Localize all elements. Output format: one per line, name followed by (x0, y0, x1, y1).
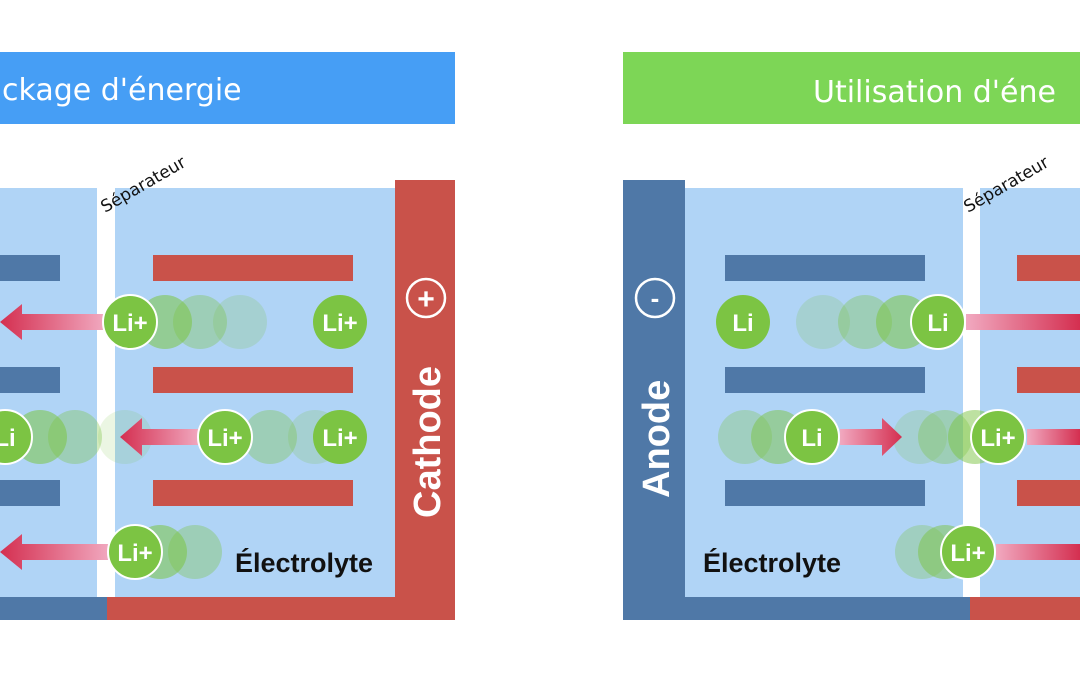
ghost-ions (13, 295, 342, 579)
lithium-atom: Li (784, 409, 840, 465)
ion-arrows (840, 314, 1080, 560)
svg-text:Li+: Li+ (980, 425, 1015, 452)
svg-text:Li: Li (0, 425, 16, 452)
cathode-label: Cathode (407, 366, 449, 518)
cathode-base (107, 597, 455, 620)
electrolyte-label: Électrolyte (703, 547, 841, 578)
ion-arrows (0, 304, 200, 570)
lithium-ion: Li+ (940, 524, 996, 580)
lithium-ion: Li+ (970, 409, 1026, 465)
svg-text:-: - (651, 283, 660, 313)
charging-header (0, 52, 455, 124)
lithium-ion: Li+ (197, 409, 253, 465)
cathode-bar (395, 180, 455, 620)
plus-icon: + (405, 277, 447, 319)
arrow-left-icon (0, 534, 110, 570)
lithium-ion: Li+ (313, 410, 367, 464)
svg-text:+: + (417, 283, 435, 316)
svg-text:Li+: Li+ (207, 425, 242, 452)
cathode-base (970, 597, 1080, 620)
lithium-atom: Li (0, 409, 33, 465)
anode-base (0, 597, 107, 620)
lithium-atom: Li (910, 294, 966, 350)
lithium-ion: Li+ (102, 294, 158, 350)
svg-text:Li: Li (927, 310, 948, 337)
cathode-plates (153, 255, 353, 506)
arrow-right-icon (966, 314, 1080, 330)
lithium-ions: Li+ Li+ Li+ Li+ Li+ Li (0, 294, 367, 580)
arrow-right-icon (996, 544, 1080, 560)
svg-text:Li+: Li+ (112, 310, 147, 337)
anode-plates (725, 255, 925, 506)
svg-text:Li: Li (801, 425, 822, 452)
anode-bar (623, 180, 685, 620)
svg-text:Li+: Li+ (117, 540, 152, 567)
lithium-ions: Li Li Li Li+ Li+ (716, 294, 1026, 580)
electrolyte-label: Électrolyte (235, 547, 373, 578)
minus-icon: - (634, 277, 676, 319)
lithium-atom: Li (716, 295, 770, 349)
charging-panel: ckage d'énergie Li+ Li+ Li+ Li+ (0, 52, 455, 620)
anode-label: Anode (636, 380, 678, 498)
arrow-right-icon (840, 418, 902, 456)
charging-title: ckage d'énergie (2, 73, 242, 108)
lithium-ion: Li+ (313, 295, 367, 349)
arrow-left-icon (120, 418, 200, 456)
svg-text:Li: Li (732, 310, 753, 337)
svg-text:Li+: Li+ (322, 310, 357, 337)
cathode-plates (1017, 255, 1080, 506)
discharging-header (623, 52, 1080, 124)
discharging-title: Utilisation d'éne (813, 75, 1056, 110)
arrow-right-icon (1027, 429, 1080, 445)
discharging-panel: Utilisation d'éne Li Li Li Li+ (623, 52, 1080, 620)
anode-plates (0, 255, 60, 506)
anode-base (623, 597, 970, 620)
arrow-left-icon (0, 304, 105, 340)
svg-text:Li+: Li+ (950, 540, 985, 567)
svg-text:Li+: Li+ (322, 425, 357, 452)
lithium-ion: Li+ (107, 524, 163, 580)
